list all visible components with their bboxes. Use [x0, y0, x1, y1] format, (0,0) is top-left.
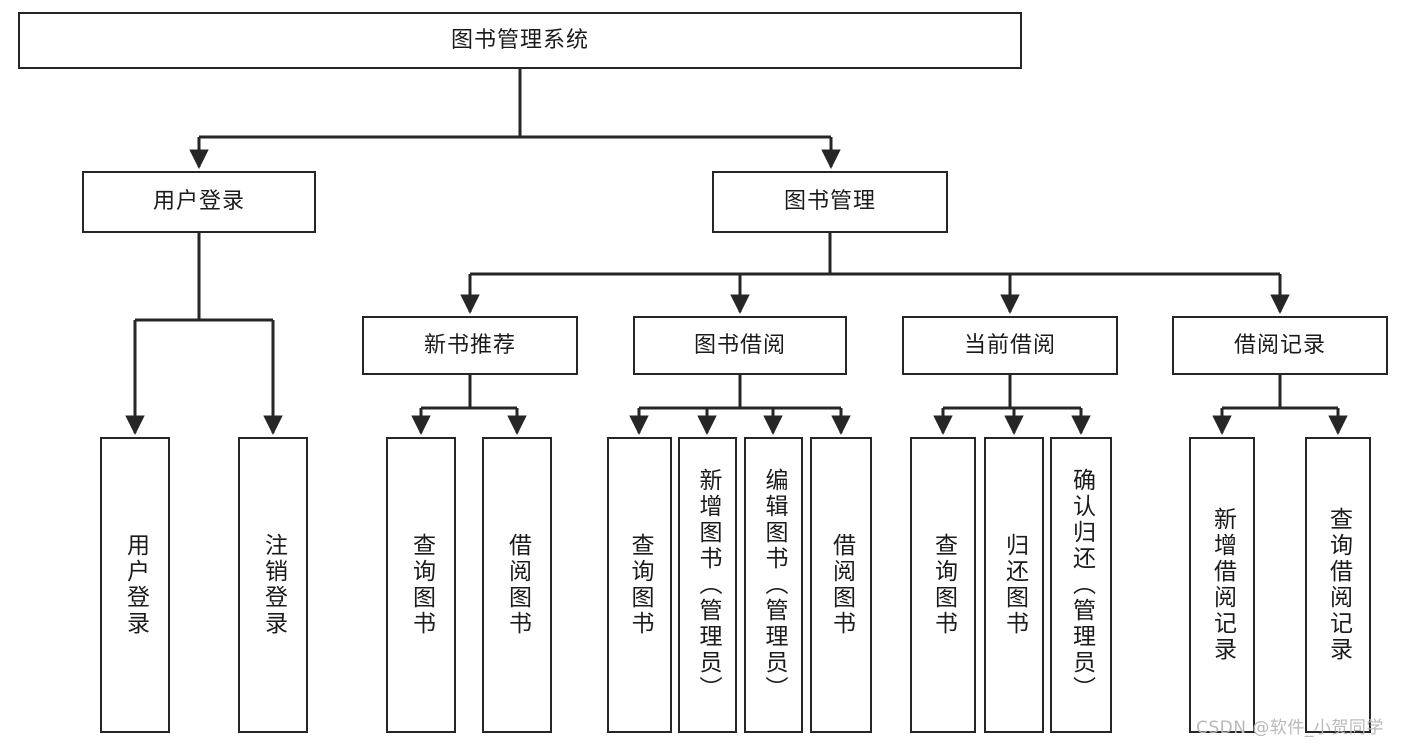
node-leaf-query-book-rec[interactable]: 查询图书 — [386, 437, 456, 733]
node-leaf-query-book-cur[interactable]: 查询图书 — [910, 437, 976, 733]
node-book-borrow[interactable]: 图书借阅 — [633, 316, 847, 375]
node-root[interactable]: 图书管理系统 — [18, 12, 1022, 69]
node-leaf-query-book-borrow[interactable]: 查询图书 — [607, 437, 672, 733]
node-borrow-record-label: 借阅记录 — [1233, 332, 1326, 358]
node-leaf-add-book[interactable]: 新增图书（管理员） — [678, 437, 737, 733]
node-leaf-user-login[interactable]: 用户登录 — [100, 437, 170, 733]
node-leaf-borrow-book-label: 借阅图书 — [828, 533, 855, 637]
node-current-borrow-label: 当前借阅 — [963, 332, 1056, 358]
node-leaf-add-record-label: 新增借阅记录 — [1209, 507, 1236, 663]
node-leaf-query-book-cur-label: 查询图书 — [930, 533, 957, 637]
node-leaf-edit-book-label: 编辑图书（管理员） — [761, 468, 787, 702]
node-user-login-label: 用户登录 — [152, 189, 245, 215]
node-new-book-recommend-label: 新书推荐 — [423, 332, 516, 358]
node-current-borrow[interactable]: 当前借阅 — [902, 316, 1118, 375]
node-leaf-confirm-return[interactable]: 确认归还（管理员） — [1050, 437, 1112, 733]
node-leaf-edit-book[interactable]: 编辑图书（管理员） — [744, 437, 803, 733]
node-leaf-add-record[interactable]: 新增借阅记录 — [1189, 437, 1255, 733]
node-leaf-borrow-book[interactable]: 借阅图书 — [810, 437, 872, 733]
node-new-book-recommend[interactable]: 新书推荐 — [362, 316, 578, 375]
node-user-login[interactable]: 用户登录 — [82, 171, 316, 233]
node-leaf-borrow-book-rec-label: 借阅图书 — [504, 533, 531, 637]
node-borrow-record[interactable]: 借阅记录 — [1172, 316, 1388, 375]
node-book-manage[interactable]: 图书管理 — [712, 171, 948, 233]
node-leaf-confirm-return-label: 确认归还（管理员） — [1068, 468, 1095, 702]
node-leaf-return-book[interactable]: 归还图书 — [984, 437, 1044, 733]
node-book-manage-label: 图书管理 — [783, 189, 876, 215]
node-leaf-query-book-borrow-label: 查询图书 — [627, 533, 653, 637]
node-leaf-logout-label: 注销登录 — [260, 533, 287, 637]
node-leaf-logout[interactable]: 注销登录 — [238, 437, 308, 733]
node-leaf-user-login-label: 用户登录 — [122, 533, 149, 637]
node-book-borrow-label: 图书借阅 — [693, 332, 786, 358]
node-leaf-query-record-label: 查询借阅记录 — [1325, 507, 1352, 663]
node-leaf-return-book-label: 归还图书 — [1001, 533, 1028, 637]
node-root-label: 图书管理系统 — [450, 27, 589, 53]
node-leaf-add-book-label: 新增图书（管理员） — [695, 468, 721, 702]
node-leaf-query-book-rec-label: 查询图书 — [408, 533, 435, 637]
node-leaf-borrow-book-rec[interactable]: 借阅图书 — [482, 437, 552, 733]
node-leaf-query-record[interactable]: 查询借阅记录 — [1305, 437, 1371, 733]
csdn-watermark: CSDN @软件_小贺同学 — [1196, 718, 1384, 738]
